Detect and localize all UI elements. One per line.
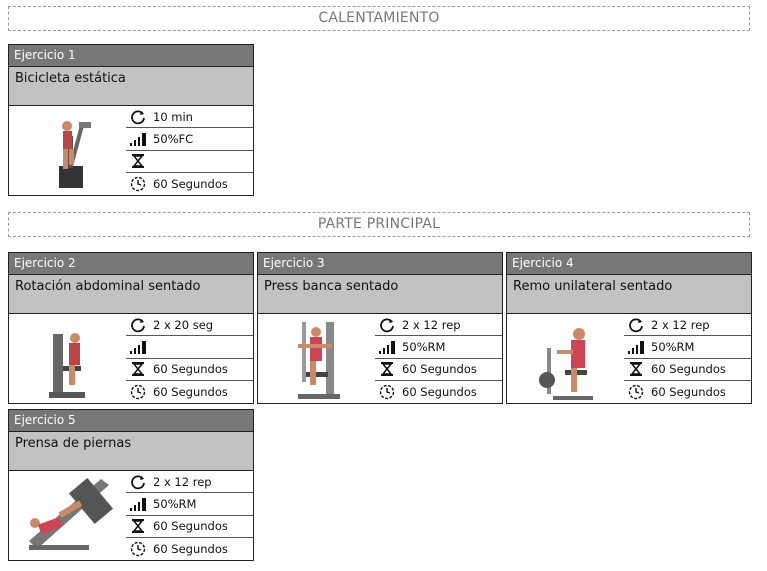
rest-sets-value: 60 Segundos — [651, 362, 726, 377]
rest-exercise-row: 60 Segundos — [624, 381, 751, 403]
rest-exercise-value: 60 Segundos — [651, 384, 726, 399]
exercise-card: Ejercicio 2 Rotación abdominal sentado 2… — [8, 252, 254, 404]
intensity-row: 50%RM — [375, 336, 502, 359]
reps-value: 2 x 20 seg — [153, 317, 214, 332]
rest-exercise-value: 60 Segundos — [402, 384, 477, 399]
intensity-bars-icon — [129, 495, 147, 513]
rest-exercise-value: 60 Segundos — [153, 384, 228, 399]
exercise-name: Remo unilateral sentado — [507, 274, 751, 314]
rest-sets-value: 60 Segundos — [153, 519, 228, 534]
reps-row: 2 x 20 seg — [126, 314, 253, 337]
intensity-row: 50%RM — [126, 493, 253, 516]
rest-sets-value: 60 Segundos — [153, 362, 228, 377]
intensity-value: 50%RM — [153, 496, 197, 511]
clock-icon — [378, 383, 396, 401]
hourglass-icon — [129, 360, 147, 378]
hourglass-icon — [129, 152, 147, 170]
rest-sets-row — [126, 151, 253, 173]
exercise-card: Ejercicio 3 Press banca sentado 2 x 12 r… — [257, 252, 503, 404]
exercise-number: Ejercicio 4 — [507, 253, 751, 274]
reps-value: 2 x 12 rep — [402, 317, 461, 332]
repeat-icon — [129, 473, 147, 491]
repeat-icon — [627, 316, 645, 334]
reps-value: 10 min — [153, 109, 193, 124]
exercise-number: Ejercicio 1 — [9, 45, 253, 66]
reps-row: 2 x 12 rep — [126, 471, 253, 494]
intensity-bars-icon — [378, 338, 396, 356]
section-header-main: PARTE PRINCIPAL — [8, 212, 750, 237]
clock-icon — [627, 383, 645, 401]
intensity-value: 50%RM — [651, 339, 695, 354]
exercise-name: Press banca sentado — [258, 274, 502, 314]
reps-row: 2 x 12 rep — [375, 314, 502, 337]
repeat-icon — [378, 316, 396, 334]
clock-icon — [129, 175, 147, 193]
intensity-bars-icon — [129, 130, 147, 148]
intensity-row — [126, 336, 253, 359]
rest-exercise-value: 60 Segundos — [153, 176, 228, 191]
exercise-image-leg-press-machine — [9, 471, 125, 560]
exercise-image-stationary-bike — [9, 106, 125, 195]
rest-exercise-row: 60 Segundos — [126, 538, 253, 560]
rest-exercise-value: 60 Segundos — [153, 541, 228, 556]
exercise-name: Bicicleta estática — [9, 66, 253, 106]
hourglass-icon — [378, 360, 396, 378]
exercise-name: Prensa de piernas — [9, 431, 253, 471]
section-title: PARTE PRINCIPAL — [317, 216, 441, 232]
section-header-warmup: CALENTAMIENTO — [8, 6, 750, 31]
exercise-image-seated-chest-press-machine — [258, 314, 374, 403]
exercise-card: Ejercicio 4 Remo unilateral sentado 2 x … — [506, 252, 752, 404]
intensity-row: 50%FC — [126, 128, 253, 151]
exercise-number: Ejercicio 2 — [9, 253, 253, 274]
exercise-card: Ejercicio 5 Prensa de piernas 2 x 12 rep… — [8, 409, 254, 561]
clock-icon — [129, 383, 147, 401]
hourglass-icon — [129, 517, 147, 535]
clock-icon — [129, 540, 147, 558]
exercise-image-seated-rotation-machine — [9, 314, 125, 403]
reps-value: 2 x 12 rep — [153, 474, 212, 489]
repeat-icon — [129, 316, 147, 334]
rest-sets-value: 60 Segundos — [402, 362, 477, 377]
rest-exercise-row: 60 Segundos — [126, 381, 253, 403]
exercise-image-seated-row-machine — [507, 314, 623, 403]
section-title: CALENTAMIENTO — [318, 10, 440, 26]
rest-exercise-row: 60 Segundos — [126, 173, 253, 195]
reps-value: 2 x 12 rep — [651, 317, 710, 332]
repeat-icon — [129, 108, 147, 126]
intensity-bars-icon — [129, 338, 147, 356]
intensity-value: 50%RM — [402, 339, 446, 354]
rest-exercise-row: 60 Segundos — [375, 381, 502, 403]
exercise-number: Ejercicio 3 — [258, 253, 502, 274]
rest-sets-row: 60 Segundos — [375, 359, 502, 381]
intensity-row: 50%RM — [624, 336, 751, 359]
rest-sets-row: 60 Segundos — [624, 359, 751, 381]
intensity-value: 50%FC — [153, 131, 194, 146]
intensity-bars-icon — [627, 338, 645, 356]
rest-sets-row: 60 Segundos — [126, 516, 253, 538]
exercise-number: Ejercicio 5 — [9, 410, 253, 431]
reps-row: 2 x 12 rep — [624, 314, 751, 337]
rest-sets-row: 60 Segundos — [126, 359, 253, 381]
exercise-card: Ejercicio 1 Bicicleta estática 10 min 5 — [8, 44, 254, 196]
hourglass-icon — [627, 360, 645, 378]
reps-row: 10 min — [126, 106, 253, 129]
exercise-name: Rotación abdominal sentado — [9, 274, 253, 314]
